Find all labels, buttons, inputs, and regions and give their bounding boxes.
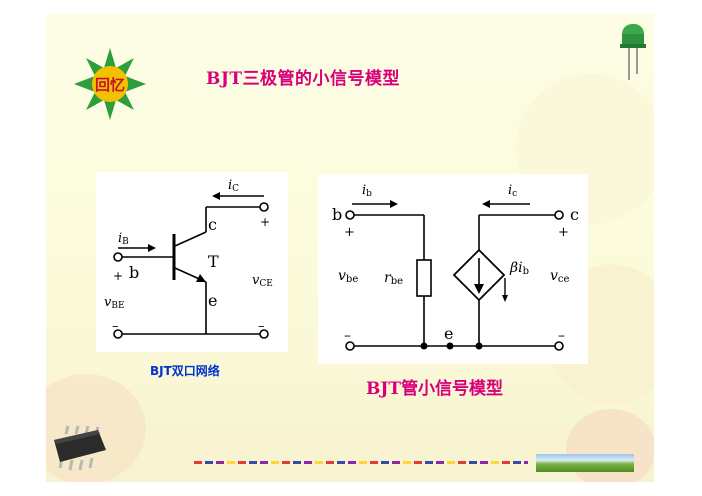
ib-label: iB: [118, 231, 129, 247]
minus-left: –: [112, 319, 119, 334]
recall-badge[interactable]: 回忆: [72, 46, 148, 122]
beta-ib-label: βib: [509, 260, 529, 277]
node-dot: [446, 342, 454, 350]
vce-label: vce: [550, 268, 570, 285]
minus-left: –: [344, 328, 351, 344]
bottom-right-terminal: [554, 341, 564, 351]
page-title: BJT三极管的小信号模型: [206, 69, 401, 89]
base-label: b: [332, 205, 342, 224]
emitter-label: e: [208, 291, 217, 310]
vce-label: vCE: [252, 273, 273, 289]
deco-circle: [46, 374, 146, 482]
decorative-dash-line: [194, 461, 528, 464]
ic-arrowhead: [212, 192, 220, 200]
minus-right: –: [258, 319, 265, 334]
badge-label: 回忆: [95, 76, 125, 94]
ic-chip-icon: [54, 425, 106, 471]
ic-label: iC: [228, 178, 239, 194]
collector-terminal: [259, 202, 269, 212]
right-caption: BJT管小信号模型: [366, 379, 504, 399]
plus-left: +: [113, 269, 123, 283]
vbe-label: vBE: [104, 295, 125, 311]
base-terminal: [345, 210, 355, 220]
base-terminal: [113, 252, 123, 262]
plus-left: +: [344, 225, 355, 240]
base-label: b: [129, 263, 139, 282]
led-icon: [620, 24, 646, 80]
node-dot: [475, 342, 483, 350]
landscape-strip: [536, 454, 634, 472]
collector-label: c: [570, 205, 579, 224]
emitter-label: e: [444, 324, 453, 343]
bottom-left-terminal: [113, 329, 123, 339]
transistor-label: T: [208, 252, 219, 271]
small-signal-model-panel: ib ic b c + + rbe βib vbe vce – – e: [318, 174, 588, 364]
collector-terminal: [554, 210, 564, 220]
sun-star-icon: [74, 48, 146, 120]
rbe-label: rbe: [384, 270, 403, 287]
rbe-resistor: [416, 259, 432, 297]
ic-label: ic: [508, 183, 517, 199]
plus-right: +: [558, 225, 569, 240]
bjt-two-port-panel: iC c + T iB + b e vCE vBE – –: [96, 172, 288, 352]
emitter-arrowhead: [196, 274, 206, 282]
bottom-right-terminal: [259, 329, 269, 339]
minus-right: –: [558, 328, 565, 344]
plus-top-right: +: [260, 215, 270, 229]
bottom-left-terminal: [345, 341, 355, 351]
vbe-label: vbe: [338, 268, 358, 285]
collector-label: c: [208, 215, 217, 234]
bjt-two-port-diagram: iC c + T iB + b e vCE vBE – –: [104, 178, 273, 339]
small-signal-model-diagram: ib ic b c + + rbe βib vbe vce – – e: [332, 183, 579, 351]
node-dot: [420, 342, 428, 350]
left-caption: BJT双口网络: [150, 364, 220, 378]
ib-label: ib: [362, 183, 372, 199]
